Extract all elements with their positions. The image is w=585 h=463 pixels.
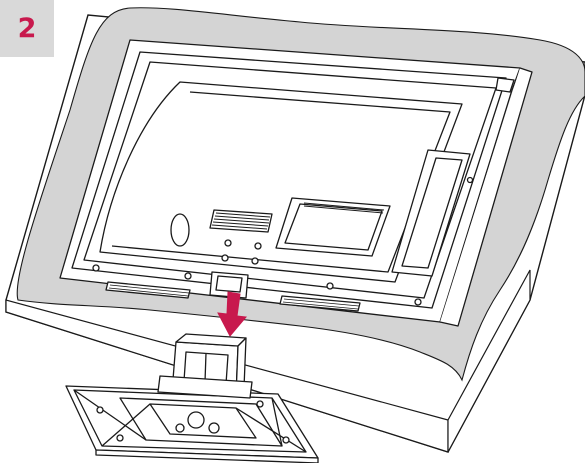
step-number: 2 xyxy=(18,15,37,42)
step-badge: 2 xyxy=(0,0,54,57)
tv-back-panel-icon xyxy=(60,40,532,326)
